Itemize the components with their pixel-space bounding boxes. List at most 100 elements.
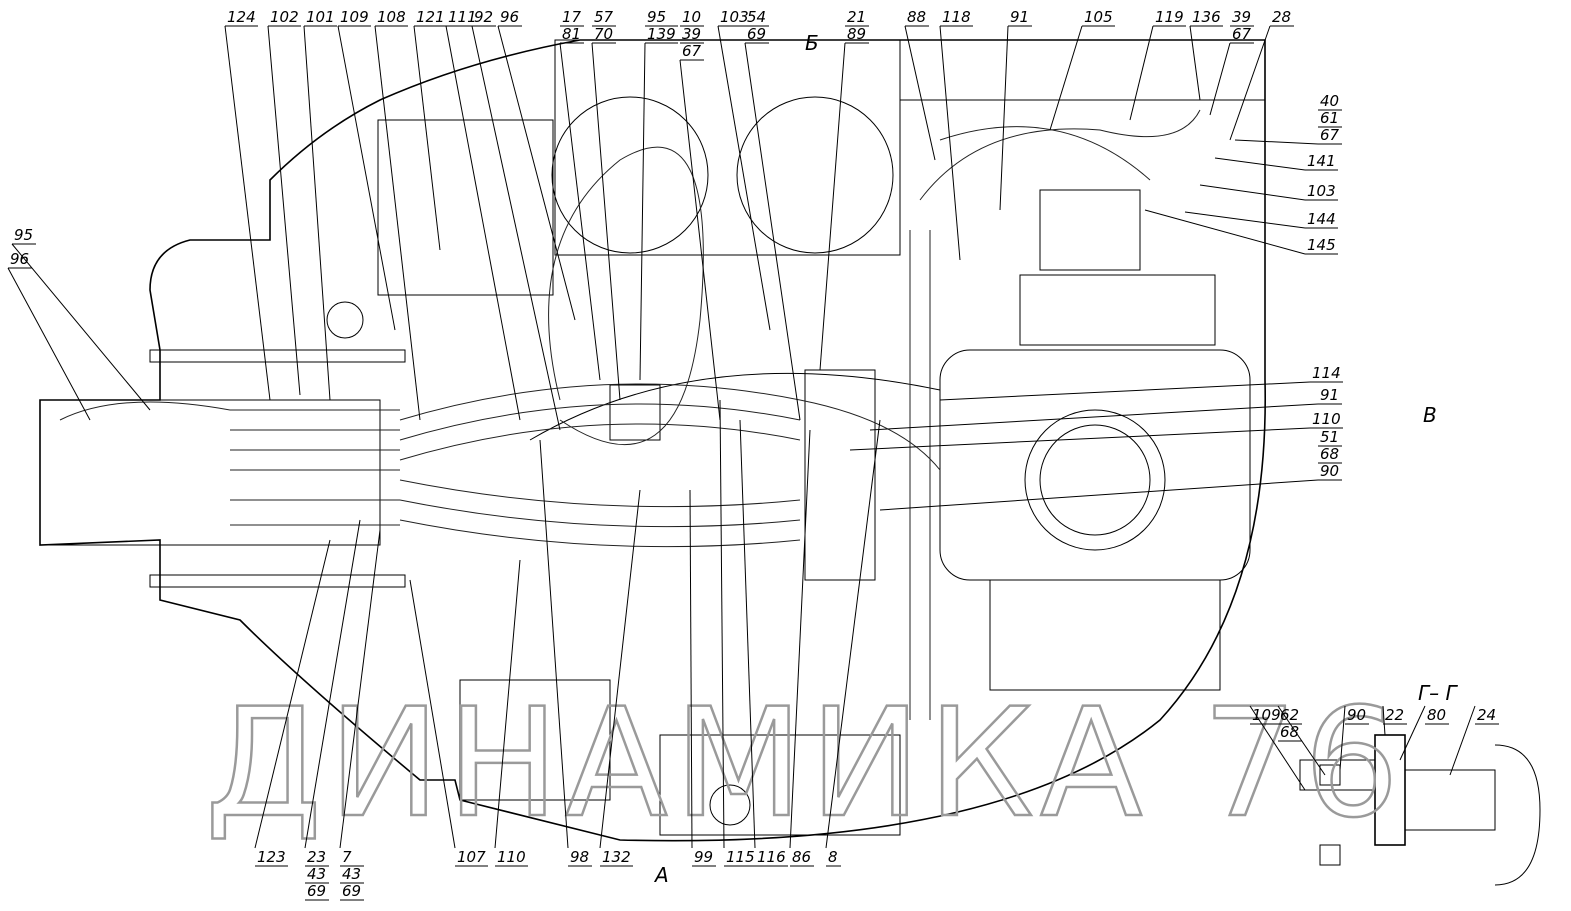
- callout-number: 57: [594, 8, 614, 26]
- callout-number: 95: [647, 8, 666, 26]
- callout-top-16: 88: [904, 8, 936, 161]
- callout-number: 98: [570, 848, 589, 866]
- callout-bottom-11: 8: [825, 419, 881, 867]
- leader-line: [744, 42, 801, 421]
- machine-outline: [39, 39, 1267, 842]
- leader-line: [717, 25, 771, 331]
- leader-line: [303, 25, 331, 401]
- view-marker-a: А: [653, 863, 669, 887]
- callout-top-18: 91: [999, 8, 1032, 211]
- callout-number: 101: [306, 8, 335, 26]
- callout-bottom-4: 110: [494, 559, 528, 867]
- leader-line: [471, 25, 561, 431]
- callout-top-21: 136: [1189, 8, 1223, 101]
- callout-number: 90: [1347, 706, 1366, 724]
- callout-number: 80: [1427, 706, 1446, 724]
- callout-number: 141: [1307, 152, 1336, 170]
- callout-number: 7: [342, 848, 352, 866]
- leader-line: [904, 25, 936, 161]
- leader-line: [1399, 705, 1426, 761]
- callout-number: 109: [340, 8, 369, 26]
- callout-right-2: 103: [1199, 182, 1338, 201]
- leader-line: [7, 267, 91, 421]
- callout-number: 67: [1320, 126, 1340, 144]
- leader-line: [224, 25, 271, 401]
- callout-number: 95: [14, 226, 33, 244]
- callout-number: 69: [747, 25, 766, 43]
- leader-line: [1049, 25, 1083, 131]
- callout-number: 91: [1320, 386, 1339, 404]
- callout-top-23: 28: [1229, 8, 1294, 141]
- leader-line: [1129, 25, 1154, 121]
- callout-top-1: 102: [267, 8, 301, 396]
- callout-right-6: 91: [869, 386, 1342, 431]
- callout-number: 10: [682, 8, 701, 26]
- leader-line: [599, 489, 641, 849]
- callout-section-2: 90: [1339, 705, 1369, 771]
- callout-number: 139: [647, 25, 676, 43]
- leader-line: [1144, 209, 1306, 255]
- callout-right-3: 144: [1184, 210, 1338, 229]
- section-g-g-detail: [1299, 734, 1541, 886]
- leader-line: [254, 539, 331, 849]
- callout-number: 114: [1312, 364, 1341, 382]
- leader-line: [1229, 25, 1271, 141]
- leader-line: [267, 25, 301, 396]
- callout-number: 54: [747, 8, 766, 26]
- leader-line: [879, 479, 1319, 511]
- leader-line: [1214, 157, 1306, 171]
- callout-number: 81: [562, 25, 581, 43]
- callout-number: 136: [1192, 8, 1221, 26]
- leader-line: [337, 25, 396, 331]
- callout-number: 92: [474, 8, 493, 26]
- callout-number: 69: [307, 882, 326, 900]
- callout-right-1: 141: [1214, 152, 1338, 171]
- callout-number: 67: [682, 42, 702, 60]
- leader-line: [999, 25, 1009, 211]
- leader-line: [869, 403, 1319, 431]
- callout-number: 39: [682, 25, 701, 43]
- leader-line: [304, 519, 361, 849]
- callout-number: 88: [907, 8, 926, 26]
- callout-number: 107: [457, 848, 486, 866]
- view-marker-b: Б: [805, 31, 819, 55]
- callout-top-17: 118: [939, 8, 973, 261]
- callout-number: 96: [500, 8, 519, 26]
- callout-top-20: 119: [1129, 8, 1186, 121]
- callout-bottom-3: 107: [409, 579, 488, 867]
- callout-section-0: 109: [1249, 705, 1306, 791]
- callout-section-3: 22: [1382, 705, 1407, 736]
- leader-line: [1382, 705, 1386, 736]
- callout-number: 103: [720, 8, 749, 26]
- callout-number: 110: [1312, 410, 1341, 428]
- callout-number: 116: [757, 848, 786, 866]
- callout-number: 39: [1232, 8, 1251, 26]
- callout-number: 90: [1320, 462, 1339, 480]
- callout-number: 119: [1155, 8, 1184, 26]
- view-markers: Б В А Г– Г: [653, 31, 1459, 887]
- leader-line: [825, 419, 881, 849]
- callout-number: 118: [942, 8, 971, 26]
- callout-bottom-6: 132: [599, 489, 641, 867]
- callout-left-0: 95: [11, 226, 151, 411]
- leader-line: [11, 243, 151, 411]
- callout-number: 28: [1272, 8, 1291, 26]
- callout-left-1: 96: [7, 250, 91, 421]
- leader-line: [445, 25, 521, 421]
- callout-number: 8: [828, 848, 838, 866]
- callout-section-4: 80: [1399, 705, 1449, 761]
- leader-line: [1339, 705, 1346, 771]
- leader-line: [1234, 139, 1319, 145]
- callout-number: 103: [1307, 182, 1336, 200]
- callout-number: 144: [1307, 210, 1336, 228]
- leader-line: [689, 489, 693, 849]
- leader-line: [413, 25, 441, 251]
- callout-bottom-9: 116: [739, 419, 788, 867]
- callout-section-5: 24: [1449, 705, 1499, 776]
- callout-number: 21: [847, 8, 866, 26]
- leader-line: [539, 439, 569, 849]
